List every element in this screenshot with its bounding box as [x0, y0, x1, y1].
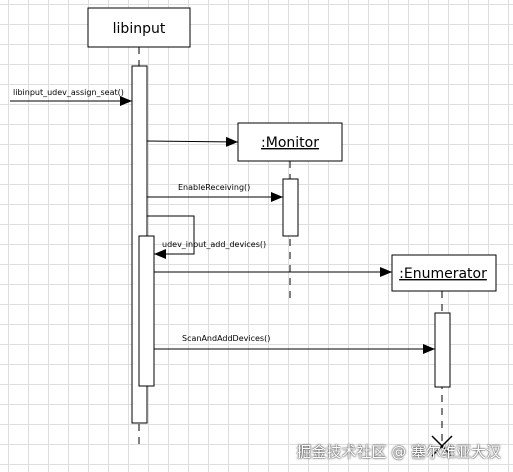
participant-libinput-label: libinput	[113, 21, 166, 37]
message-label-enable-receiving: EnableReceiving()	[178, 183, 250, 192]
message-arrow-add-devices	[147, 215, 195, 259]
message-label-assign-seat: libinput_udev_assign_seat()	[13, 88, 124, 97]
message-label-scan-devices: ScanAndAddDevices()	[182, 334, 270, 343]
activation-monitor	[282, 178, 299, 237]
activation-libinput-nested	[138, 235, 155, 387]
participant-libinput: libinput	[87, 7, 191, 48]
activation-enumerator	[434, 312, 451, 388]
message-arrow-create-monitor	[146, 136, 239, 147]
participant-monitor: :Monitor	[237, 122, 343, 162]
participant-monitor-label: :Monitor	[261, 135, 319, 151]
message-label-add-devices: udev_input_add_devices()	[162, 240, 266, 249]
watermark: 掘金技术社区 @ 塞尔维亚大汉	[296, 443, 501, 461]
participant-enumerator-label: :Enumerator	[399, 266, 487, 282]
destroy-mark-enumerator	[431, 435, 453, 457]
participant-enumerator: :Enumerator	[391, 254, 497, 292]
